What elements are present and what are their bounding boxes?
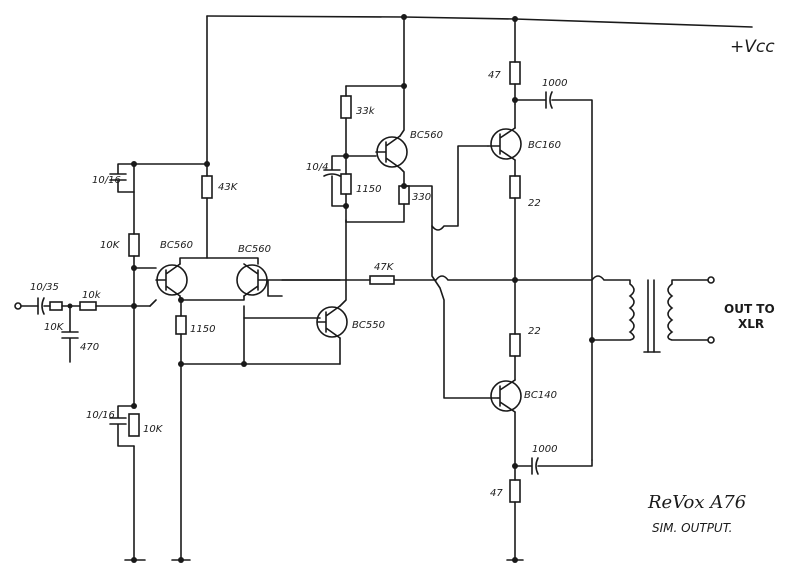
resistor-1150-low-label: 1150 — [190, 324, 215, 335]
input-terminal — [14, 302, 39, 310]
transistor-q5 — [487, 127, 522, 161]
input-filter-capacitor — [61, 303, 79, 363]
input-resistor-a — [49, 301, 81, 311]
resistor-10k-upper — [128, 233, 140, 257]
q4-wires — [399, 85, 405, 187]
resistor-33k-label: 33k — [356, 106, 376, 117]
transistor-q4 — [375, 135, 408, 169]
input-capacitor — [37, 297, 51, 315]
resistor-1150-low — [175, 315, 187, 335]
q3-wires — [339, 219, 347, 365]
resistor-47k-label: 47K — [374, 262, 395, 273]
input-resistor-b — [79, 301, 151, 311]
transistor-q6 — [490, 379, 522, 413]
input-resistor-label: 10k — [82, 290, 102, 301]
resistor-10k-upper-label: 10K — [100, 240, 121, 251]
transistor-q1 — [155, 257, 259, 297]
q1-label: BC560 — [160, 240, 193, 251]
transformer — [628, 276, 715, 353]
q5-label: BC160 — [528, 140, 561, 151]
resistor-330-label: 330 — [412, 192, 431, 203]
resistor-22-bottom-label: 22 — [528, 326, 541, 337]
capacitor-1000-bottom — [514, 457, 593, 475]
pair-emitter-wire — [179, 295, 245, 301]
resistor-22-bottom — [509, 333, 521, 357]
q2-label: BC560 — [238, 244, 271, 255]
resistor-33k — [340, 95, 352, 119]
resistor-22-top — [509, 175, 521, 199]
q6-label: BC140 — [524, 390, 557, 401]
resistor-10k-lower-label: 10K — [143, 424, 164, 435]
vcc-rail — [206, 14, 753, 28]
lower-left-capacitor-label: 10/16 — [86, 410, 115, 421]
output-label-line1: OUT TO — [724, 302, 775, 316]
q6-drive-wire — [431, 225, 499, 399]
q4-to-crossover — [403, 185, 433, 227]
transistor-q3 — [316, 305, 348, 339]
r330-wire — [345, 203, 405, 223]
resistor-47k — [369, 275, 395, 285]
capacitor-10u — [323, 155, 347, 207]
q2-base-wire — [267, 279, 341, 297]
capacitor-1000-bottom-label: 1000 — [532, 444, 557, 455]
resistor-43k-label: 43K — [218, 182, 239, 193]
vcc-label: +Vcc — [730, 37, 775, 57]
lower-left-capacitor — [109, 403, 137, 447]
resistor-47-top-label: 47 — [488, 70, 501, 81]
resistor-47-bottom — [509, 479, 521, 503]
resistor-47-bottom-label: 47 — [490, 488, 503, 499]
resistor-47-top — [509, 61, 521, 85]
output-label-line2: XLR — [738, 317, 764, 331]
input-capacitor-label: 10/35 — [30, 282, 59, 293]
capacitor-1000-top-label: 1000 — [542, 78, 567, 89]
resistor-1150-mid-label: 1150 — [356, 184, 381, 195]
ground-symbols — [124, 351, 661, 563]
title-line1: ReVox A76 — [647, 492, 746, 513]
q3-label: BC550 — [352, 320, 385, 331]
q4-label: BC560 — [410, 130, 443, 141]
resistor-1150-mid — [340, 173, 352, 195]
title-line2: SIM. OUTPUT. — [652, 521, 732, 535]
q5-drive-wire — [431, 145, 489, 231]
transistor-q2 — [236, 263, 269, 297]
upper-left-capacitor-label: 10/16 — [92, 175, 121, 186]
capacitor-10u-label: 10/4 — [306, 162, 328, 173]
resistor-43k — [201, 175, 213, 199]
feedback-wire — [281, 275, 516, 281]
capacitor-1000-top — [514, 91, 593, 461]
transformer-primary-feed — [514, 275, 631, 285]
resistor-22-top-label: 22 — [528, 198, 541, 209]
input-filter-capacitor-label-b: 470 — [80, 342, 99, 353]
resistor-10k-lower — [128, 413, 140, 437]
input-filter-capacitor-label: 10K — [44, 322, 65, 333]
